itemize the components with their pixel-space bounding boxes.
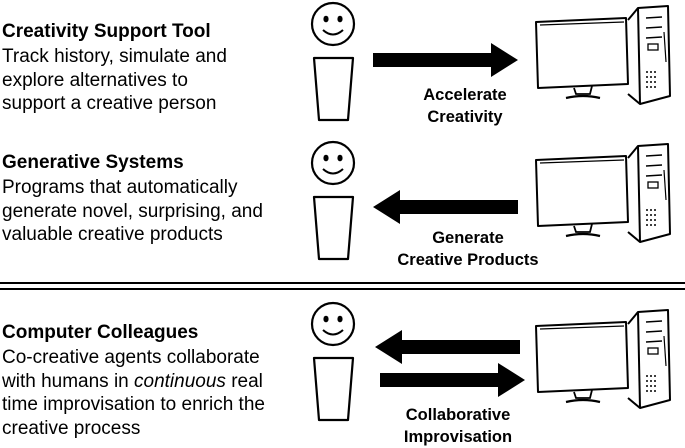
- section-3-title: Computer Colleagues: [2, 322, 199, 343]
- section-3-line-1: Co-creative agents collaborate: [2, 347, 260, 368]
- divider-line-bottom: [0, 288, 685, 290]
- section-3-line-2-after: real: [225, 370, 263, 392]
- section-3-line-4: creative process: [2, 417, 141, 439]
- section-2-description: Programs that automatically generate nov…: [2, 176, 263, 247]
- section-2-caption: Generate Creative Products: [368, 227, 568, 271]
- section-2-caption-line-1: Generate: [432, 229, 504, 247]
- arrow-right-icon-1: [373, 43, 518, 77]
- section-3-caption-line-2: Improvisation: [403, 428, 513, 446]
- section-1-caption-line-1: Accelerate: [423, 86, 507, 104]
- section-2-title: Generative Systems: [2, 152, 184, 173]
- section-1-line-3: support a creative person: [2, 93, 217, 114]
- section-3-caption: Collaborative Improvisation: [373, 404, 543, 448]
- arrow-left-icon-3: [375, 330, 520, 364]
- section-2-line-2: generate novel, surprising, and: [2, 200, 263, 222]
- section-1-title: Creativity Support Tool: [2, 21, 211, 42]
- section-3-line-2-emphasis: continuous: [134, 370, 226, 392]
- arrow-right-icon-3: [380, 363, 525, 397]
- section-3-line-2: with humans in continuous real: [2, 370, 265, 394]
- section-2-line-1: Programs that automatically: [2, 177, 238, 198]
- desktop-computer-icon-3: [534, 308, 672, 410]
- divider-line-top: [0, 282, 685, 284]
- section-1-description: Track history, simulate and explore alte…: [2, 45, 227, 116]
- person-icon-3: [310, 301, 356, 422]
- person-icon-2: [310, 140, 356, 261]
- desktop-computer-icon-2: [534, 142, 672, 244]
- section-2-caption-line-2: Creative Products: [397, 251, 539, 269]
- section-3-caption-line-1: Collaborative: [405, 406, 511, 424]
- section-3-line-3: time improvisation to enrich the: [2, 394, 265, 415]
- arrow-left-icon-2: [373, 190, 518, 224]
- desktop-computer-icon-1: [534, 4, 672, 106]
- section-3-line-2-before: with humans in: [2, 370, 135, 392]
- section-1-caption: Accelerate Creativity: [380, 84, 550, 128]
- section-1-line-1: Track history, simulate and: [2, 46, 227, 67]
- section-3-description: Co-creative agents collaborate with huma…: [2, 346, 265, 440]
- person-icon-1: [310, 1, 356, 122]
- section-1-caption-line-2: Creativity: [427, 108, 503, 126]
- section-1-line-2: explore alternatives to: [2, 69, 188, 91]
- section-2-line-3: valuable creative products: [2, 224, 223, 245]
